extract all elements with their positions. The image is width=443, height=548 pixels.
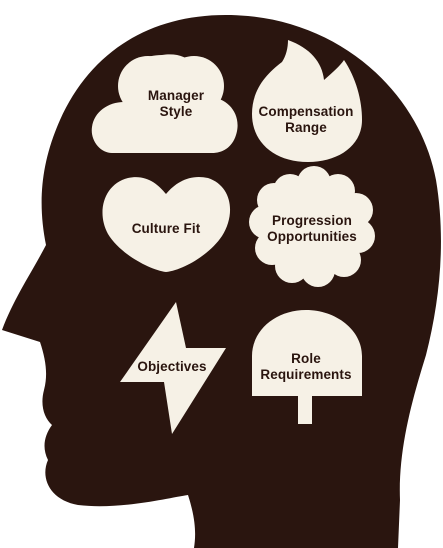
- manager-style-shape: [91, 54, 238, 154]
- role-requirements-shape: [252, 310, 362, 424]
- objectives-shape: [120, 302, 226, 434]
- compensation-range-shape: [252, 40, 362, 162]
- culture-fit-shape: [102, 176, 231, 272]
- progression-opportunities-shape: [249, 166, 375, 287]
